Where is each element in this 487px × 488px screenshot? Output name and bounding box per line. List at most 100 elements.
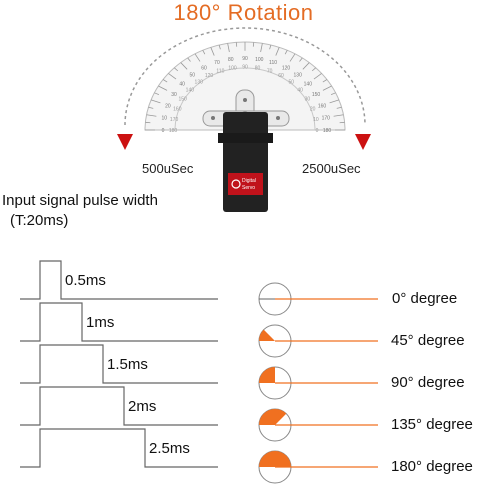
angle-sector — [259, 408, 287, 425]
protractor-tick — [289, 53, 296, 62]
protractor-tick — [168, 73, 177, 80]
protractor-tick — [333, 114, 344, 117]
min-pulse-label: 500uSec — [142, 161, 194, 176]
angle-label: 180° degree — [391, 458, 473, 475]
protractor-inner-label: 0 — [316, 128, 319, 134]
protractor-tick — [260, 43, 263, 53]
protractor-tick — [210, 47, 215, 56]
protractor-tick — [150, 99, 161, 104]
protractor-tick — [330, 92, 336, 96]
protractor-inner-label: 100 — [228, 66, 237, 72]
protractor-tick — [194, 53, 201, 62]
angle-sector — [259, 451, 291, 467]
protractor-outer-label: 80 — [228, 57, 234, 63]
protractor-outer-label: 0 — [162, 128, 165, 134]
protractor-outer-label: 110 — [269, 60, 277, 66]
max-pulse-label: 2500uSec — [302, 161, 361, 176]
protractor-inner-label: 70 — [267, 68, 273, 74]
protractor-outer-label: 10 — [161, 115, 167, 121]
protractor-outer-label: 120 — [282, 66, 291, 72]
protractor-inner-label: 150 — [178, 96, 187, 102]
protractor-tick — [302, 62, 310, 70]
protractor-tick — [162, 79, 168, 83]
protractor-inner-label: 110 — [216, 68, 224, 74]
left-arrow-icon — [117, 134, 133, 150]
protractor-outer-label: 40 — [179, 82, 185, 88]
protractor-inner-arc — [174, 67, 316, 131]
protractor-tick — [311, 67, 316, 72]
protractor-tick — [322, 79, 328, 83]
protractor-tick — [284, 50, 288, 55]
angle-label: 45° degree — [391, 332, 465, 349]
protractor-outer-label: 20 — [165, 103, 171, 109]
pulse-waveform — [20, 428, 218, 468]
protractor-inner-label: 40 — [297, 87, 303, 93]
period-label: (T:20ms) — [10, 212, 69, 229]
protractor-inner-label: 50 — [288, 79, 294, 85]
protractor-inner-label: 130 — [195, 79, 204, 85]
protractor-tick — [336, 106, 342, 109]
protractor-inner-label: 80 — [255, 66, 261, 72]
servo-badge-line2: Servo — [242, 185, 255, 191]
protractor-tick — [187, 57, 191, 62]
protractor-inner-label: 160 — [173, 106, 182, 112]
protractor-tick — [269, 44, 272, 50]
protractor-tick — [313, 73, 322, 80]
protractor-inner-label: 90 — [242, 65, 248, 71]
protractor-tick — [158, 85, 168, 91]
angle-sector — [259, 367, 275, 383]
protractor-tick — [202, 50, 206, 55]
angle-label: 135° degree — [391, 416, 473, 433]
servo-motor — [218, 112, 273, 212]
protractor-outer-label: 60 — [201, 66, 207, 72]
pulse-waveform — [20, 344, 218, 384]
protractor-tick — [146, 114, 157, 117]
protractor-inner-label: 120 — [205, 73, 214, 79]
pulse-waveform — [20, 260, 218, 300]
protractor-inner-label: 20 — [310, 106, 316, 112]
protractor-tick — [329, 99, 340, 104]
protractor-outer-label: 130 — [294, 73, 303, 79]
protractor-tick — [227, 43, 230, 53]
protractor-outer-label: 150 — [312, 92, 321, 98]
protractor-ticks — [145, 42, 345, 131]
pulse-width-label: 1ms — [86, 314, 115, 331]
pulse-waveform — [20, 386, 218, 426]
protractor-outer-label: 90 — [242, 56, 248, 62]
protractor-outer-label: 180 — [323, 128, 332, 134]
protractor-outer-label: 100 — [255, 57, 264, 63]
pulse-width-label: 1.5ms — [107, 356, 148, 373]
protractor-tick — [299, 57, 303, 62]
angle-sector — [259, 329, 275, 341]
pulse-width-label: 0.5ms — [65, 272, 106, 289]
angle-label: 0° degree — [392, 290, 458, 307]
protractor-tick — [148, 106, 154, 109]
protractor-tick — [174, 67, 179, 72]
protractor-inner-label: 140 — [186, 87, 195, 93]
protractor-outer-label: 140 — [304, 82, 313, 88]
pulse-waveform — [20, 302, 218, 342]
servo-badge-line1: Digital — [242, 178, 256, 184]
protractor-inner-label: 170 — [170, 117, 179, 123]
protractor-inner-label: 180 — [169, 128, 178, 134]
input-signal-label: Input signal pulse width — [2, 192, 158, 209]
protractor-outer-label: 30 — [171, 92, 177, 98]
protractor-tick — [322, 85, 332, 91]
protractor-outer-label: 70 — [214, 60, 220, 66]
rotation-arc — [124, 27, 366, 126]
protractor-outer-label: 160 — [318, 103, 327, 109]
protractor-tick — [154, 92, 160, 96]
protractor-inner-label: 60 — [278, 73, 284, 79]
protractor-inner-label: 10 — [313, 117, 319, 123]
protractor-outer-label: 50 — [190, 73, 196, 79]
right-arrow-icon — [355, 134, 371, 150]
protractor-outer-label: 170 — [322, 115, 331, 121]
pulse-width-label: 2.5ms — [149, 440, 190, 457]
page-title: 180° Rotation — [173, 0, 314, 25]
protractor-body — [144, 41, 346, 131]
protractor-inner-label: 30 — [305, 96, 311, 102]
protractor-tick — [275, 47, 280, 56]
